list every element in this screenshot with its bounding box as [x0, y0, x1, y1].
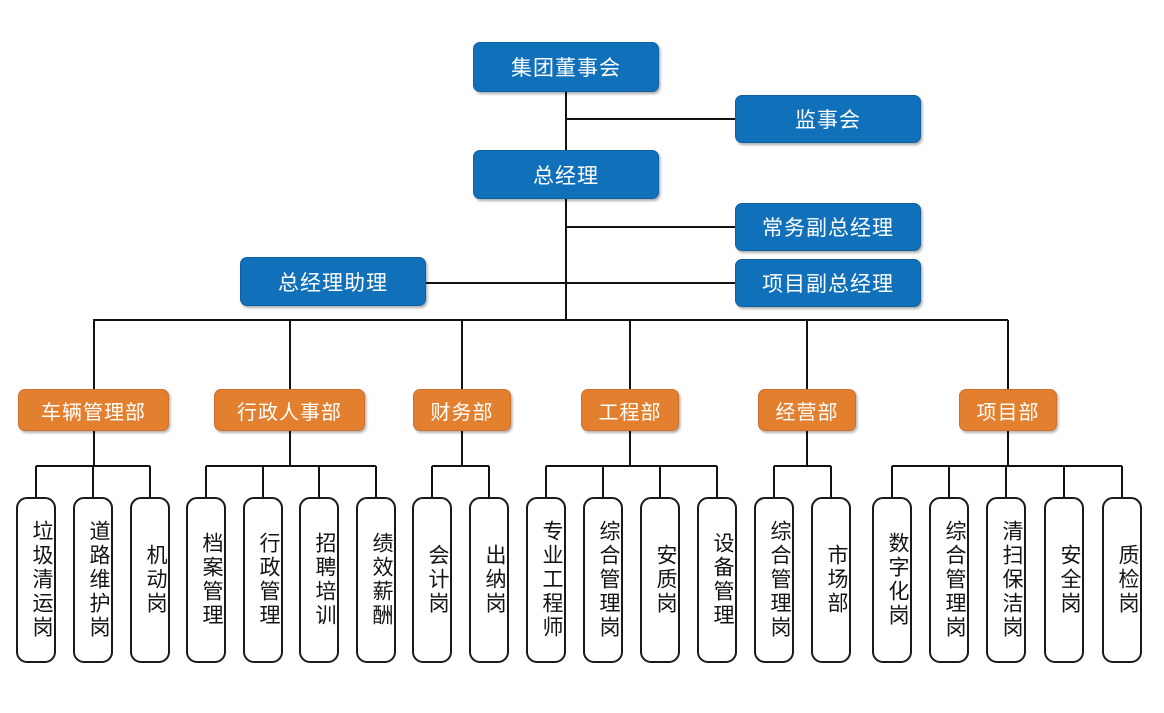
post-node-label: 质检岗	[1116, 544, 1140, 616]
node-supervisory-board-label: 监事会	[795, 108, 861, 132]
node-gm-assistant-label: 总经理助理	[278, 270, 388, 295]
post-node[interactable]: 安全岗	[1044, 497, 1084, 663]
post-node[interactable]: 综合管理岗	[583, 497, 623, 663]
post-node[interactable]: 综合管理岗	[754, 497, 794, 663]
department-node-label: 项目部	[976, 399, 1040, 424]
post-node[interactable]: 安质岗	[640, 497, 680, 663]
post-node[interactable]: 市场部	[811, 497, 851, 663]
post-node-label: 招聘培训	[313, 532, 337, 628]
post-node-label: 数字化岗	[886, 532, 910, 628]
node-general-manager-label: 总经理	[533, 163, 599, 188]
department-node[interactable]: 财务部	[413, 389, 511, 431]
post-node[interactable]: 道路维护岗	[73, 497, 113, 663]
department-node[interactable]: 项目部	[959, 389, 1057, 431]
post-node-label: 档案管理	[200, 532, 224, 628]
post-node-label: 行政管理	[257, 532, 281, 628]
department-node[interactable]: 车辆管理部	[18, 389, 169, 431]
node-general-manager[interactable]: 总经理	[473, 150, 659, 199]
post-node-label: 综合管理岗	[768, 520, 792, 640]
post-node[interactable]: 绩效薪酬	[356, 497, 396, 663]
post-node-label: 市场部	[825, 544, 849, 616]
post-node[interactable]: 综合管理岗	[929, 497, 969, 663]
post-node[interactable]: 设备管理	[697, 497, 737, 663]
post-node-label: 机动岗	[144, 544, 168, 616]
post-node-label: 出纳岗	[483, 544, 507, 616]
node-project-deputy-gm[interactable]: 项目副总经理	[735, 259, 921, 307]
post-node-label: 专业工程师	[540, 520, 564, 640]
post-node[interactable]: 质检岗	[1102, 497, 1142, 663]
node-executive-deputy-gm-label: 常务副总经理	[762, 216, 894, 240]
post-node[interactable]: 行政管理	[243, 497, 283, 663]
post-node[interactable]: 垃圾清运岗	[16, 497, 56, 663]
post-node[interactable]: 数字化岗	[872, 497, 912, 663]
post-node[interactable]: 会计岗	[412, 497, 452, 663]
node-executive-deputy-gm[interactable]: 常务副总经理	[735, 203, 921, 251]
post-node-label: 道路维护岗	[87, 520, 111, 640]
post-node[interactable]: 出纳岗	[469, 497, 509, 663]
department-node-label: 经营部	[775, 399, 839, 424]
post-node[interactable]: 档案管理	[186, 497, 226, 663]
post-node-label: 垃圾清运岗	[30, 520, 54, 640]
department-node[interactable]: 行政人事部	[214, 389, 365, 431]
department-node-label: 车辆管理部	[41, 399, 146, 424]
department-node-label: 工程部	[598, 399, 662, 424]
post-node[interactable]: 机动岗	[130, 497, 170, 663]
department-node[interactable]: 经营部	[758, 389, 856, 431]
department-node-label: 行政人事部	[237, 399, 342, 424]
post-node-label: 设备管理	[711, 532, 735, 628]
post-node-label: 综合管理岗	[597, 520, 621, 640]
post-node[interactable]: 清扫保洁岗	[986, 497, 1026, 663]
post-node[interactable]: 招聘培训	[299, 497, 339, 663]
node-project-deputy-gm-label: 项目副总经理	[762, 272, 894, 296]
post-node-label: 会计岗	[426, 544, 450, 616]
node-gm-assistant[interactable]: 总经理助理	[240, 257, 426, 306]
node-board[interactable]: 集团董事会	[473, 42, 659, 92]
department-node-label: 财务部	[430, 399, 494, 424]
post-node[interactable]: 专业工程师	[526, 497, 566, 663]
post-node-label: 清扫保洁岗	[1000, 520, 1024, 640]
node-board-label: 集团董事会	[511, 56, 621, 80]
post-node-label: 安质岗	[654, 544, 678, 616]
department-node[interactable]: 工程部	[581, 389, 679, 431]
post-node-label: 绩效薪酬	[370, 532, 394, 628]
post-node-label: 安全岗	[1058, 544, 1082, 616]
node-supervisory-board[interactable]: 监事会	[735, 95, 921, 143]
post-node-label: 综合管理岗	[943, 520, 967, 640]
